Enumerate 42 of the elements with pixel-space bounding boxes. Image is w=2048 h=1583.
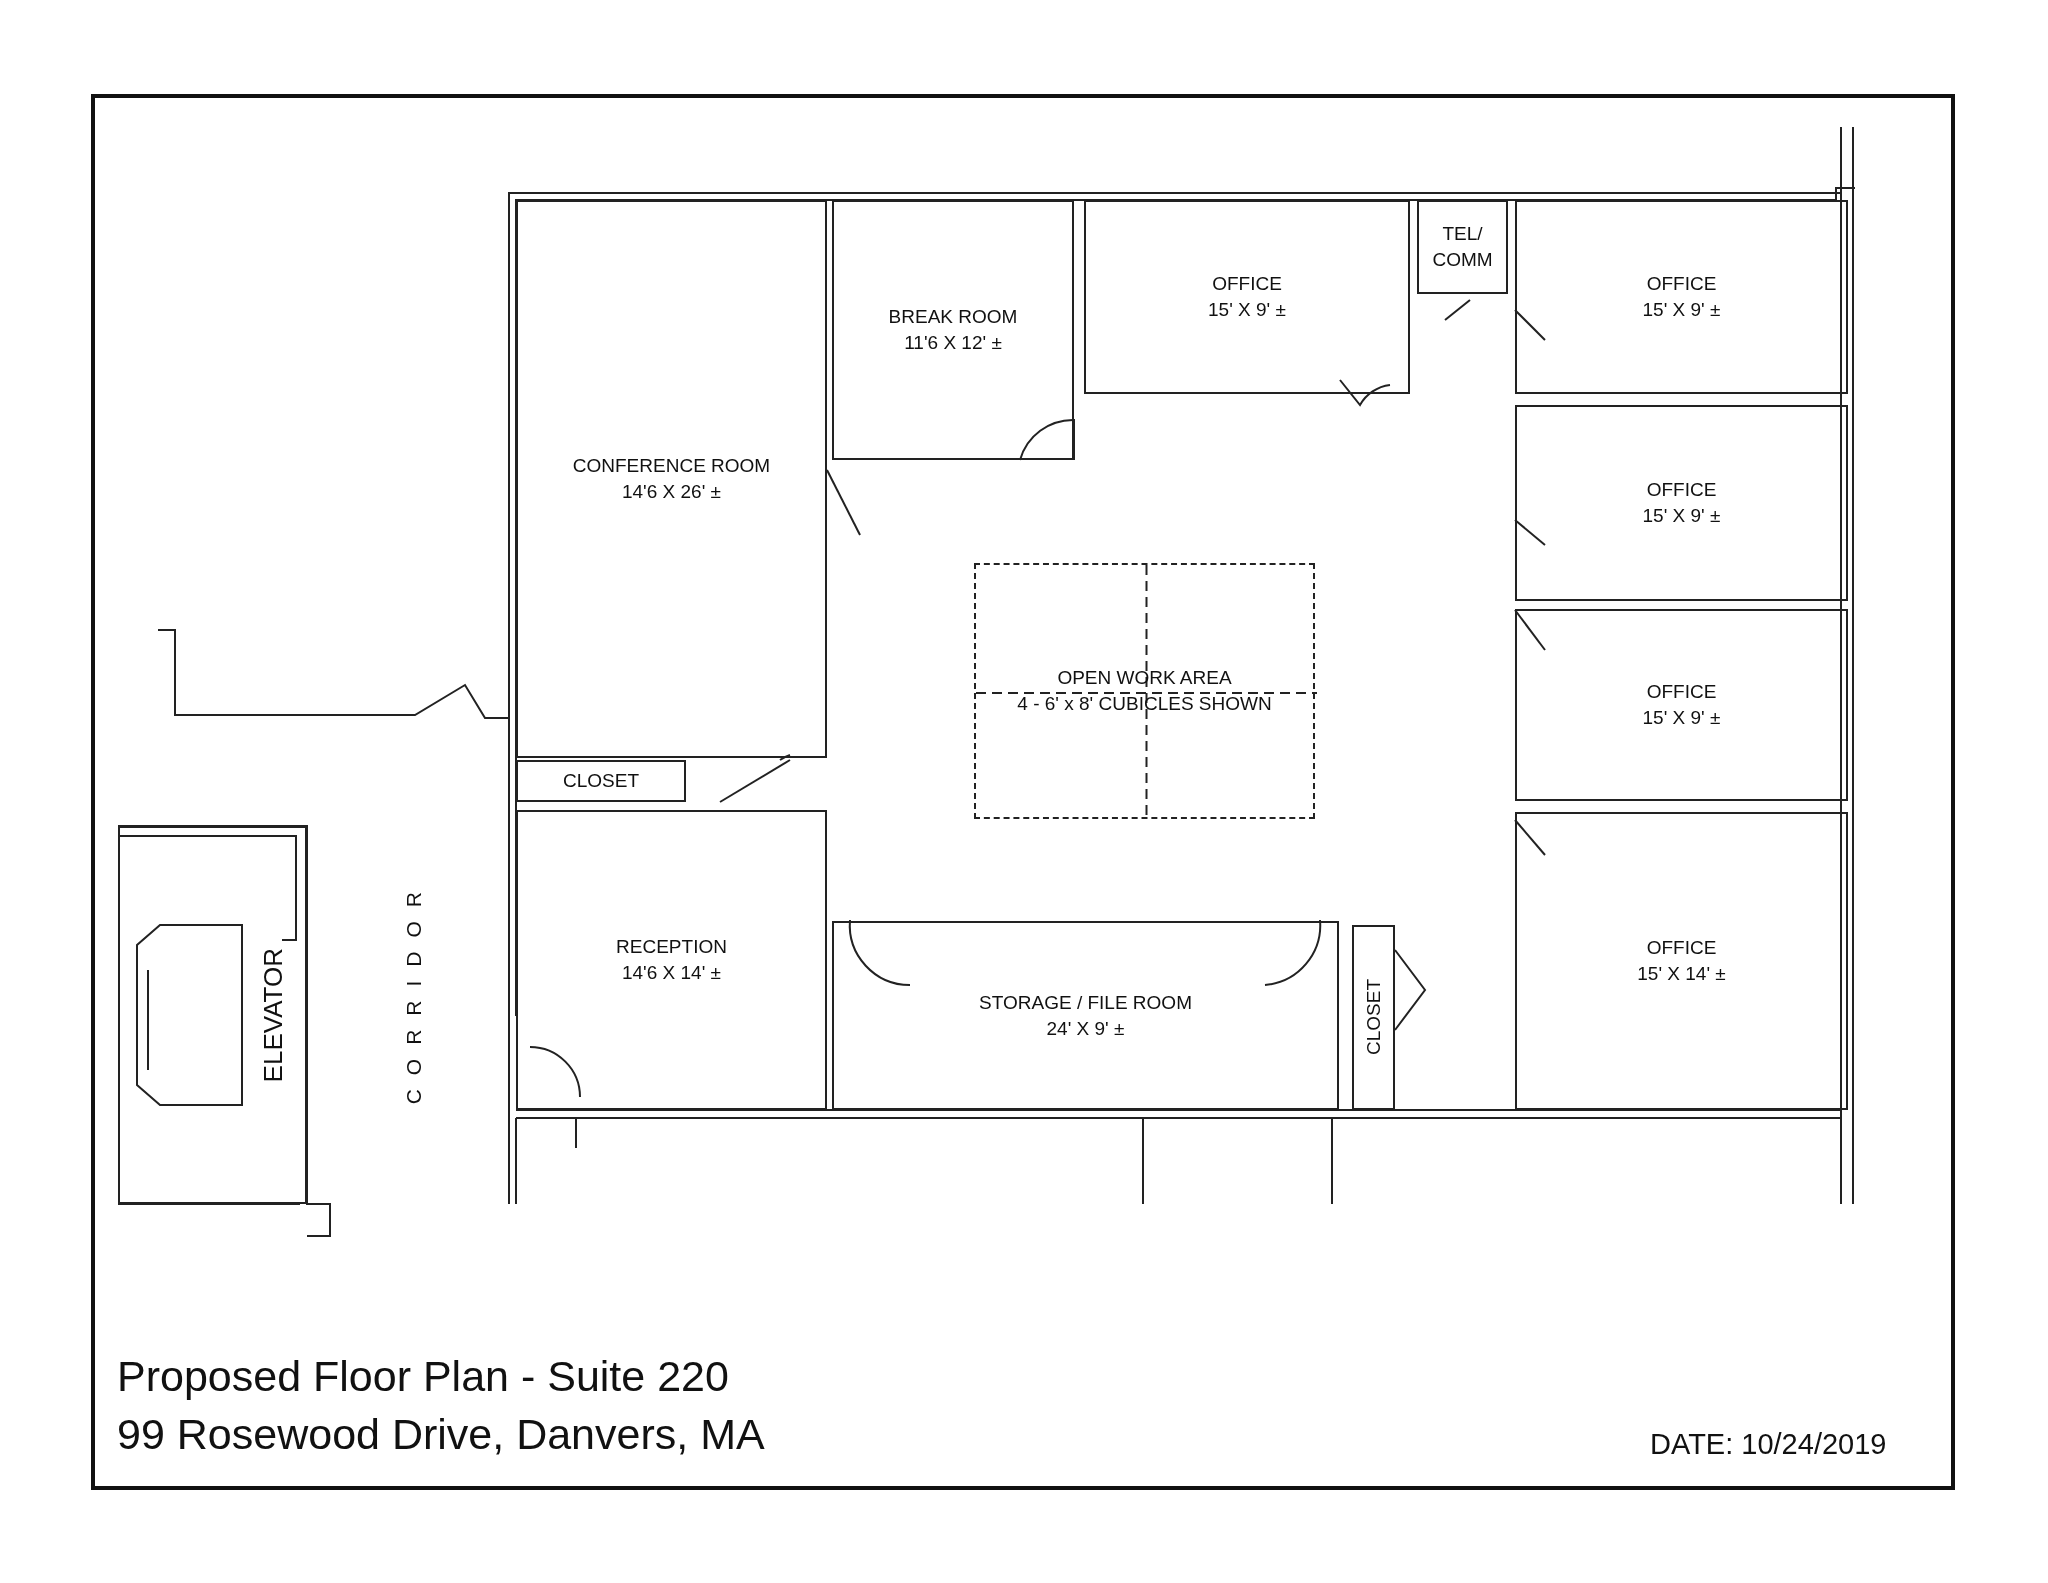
room-dimensions: 15' X 9' ± <box>1208 298 1286 322</box>
room-name: TEL/ COMM <box>1432 222 1493 272</box>
room-dimensions: 15' X 9' ± <box>1642 504 1721 528</box>
room-name: ELEVATOR <box>256 947 289 1083</box>
room-name: OFFICE <box>1646 478 1717 503</box>
office-room <box>1515 609 1848 801</box>
telecom-room <box>1417 200 1508 294</box>
storage-room <box>832 921 1339 1110</box>
conference-room <box>516 200 827 758</box>
room-name: OPEN WORK AREA <box>1057 666 1232 691</box>
room-dimensions: 4 - 6' x 8' CUBICLES SHOWN <box>1017 692 1272 716</box>
break-room <box>832 200 1074 460</box>
office-room <box>1515 812 1848 1110</box>
room-name: CLOSET <box>563 769 639 794</box>
room-name: OFFICE <box>1646 272 1717 297</box>
room-name: CONFERENCE ROOM <box>572 454 771 479</box>
elevator-shaft <box>118 826 307 1204</box>
office-room <box>1515 200 1848 394</box>
room-name: STORAGE / FILE ROOM <box>979 990 1192 1015</box>
closet <box>516 760 686 802</box>
reception-room <box>516 810 827 1110</box>
room-dimensions: 11'6 X 12' ± <box>904 331 1002 355</box>
room-name: BREAK ROOM <box>888 305 1018 330</box>
room-dimensions: 15' X 9' ± <box>1642 298 1721 322</box>
room-dimensions: 24' X 9' ± <box>1046 1016 1125 1041</box>
closet <box>1352 925 1395 1110</box>
room-name: CLOSET <box>1361 979 1385 1056</box>
address-text: 99 Rosewood Drive, Danvers, MA <box>117 1410 765 1459</box>
room-name: OFFICE <box>1646 936 1717 961</box>
corridor-label: CORRIDOR <box>402 878 426 1105</box>
date-text: DATE: 10/24/2019 <box>1650 1428 1887 1461</box>
office-room <box>1084 200 1410 394</box>
room-dimensions: 15' X 14' ± <box>1637 962 1726 986</box>
office-room <box>1515 405 1848 601</box>
room-dimensions: 14'6 X 26' ± <box>622 480 721 504</box>
room-name: OFFICE <box>1212 272 1282 297</box>
plan-title: Proposed Floor Plan - Suite 220 <box>117 1352 729 1401</box>
room-dimensions: 14'6 X 14' ± <box>622 961 721 985</box>
cubicle-area <box>974 563 1315 819</box>
room-dimensions: 15' X 9' ± <box>1642 706 1721 730</box>
room-name: OFFICE <box>1646 680 1717 705</box>
room-name: RECEPTION <box>616 935 727 960</box>
